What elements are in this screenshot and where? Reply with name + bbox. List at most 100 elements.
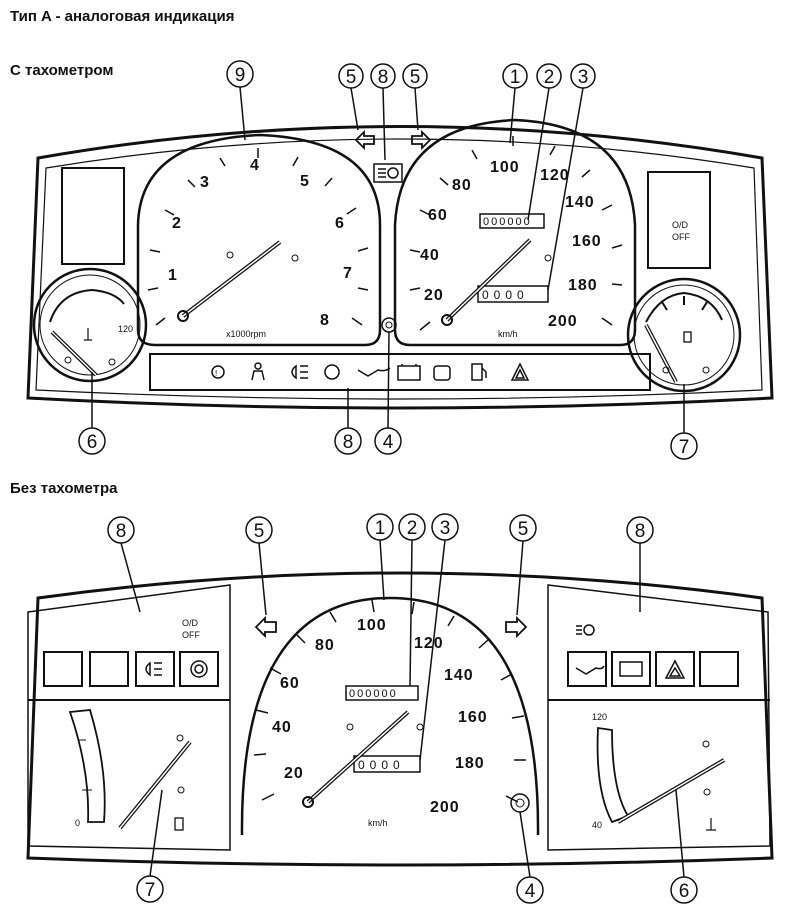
trip-reset-knob-bottom (510, 793, 530, 813)
fuel-pump-icon (683, 331, 692, 343)
callout-number: 5 (254, 521, 265, 542)
callout-number: 2 (407, 518, 418, 539)
page-title: Тип A - аналоговая индикация (10, 8, 235, 25)
tachometer-unit: x1000rpm (226, 329, 266, 339)
abs-icon (190, 660, 208, 678)
off-label-bottom: OFF (182, 630, 200, 640)
od-label-bottom: O/D (182, 618, 199, 628)
speedo-scale-label: 140 (565, 194, 595, 211)
warning-strip-icons: ! (211, 362, 530, 381)
headlight-icon (145, 661, 162, 677)
temp-max-label-bottom: 120 (592, 712, 607, 722)
callout-number: 1 (375, 518, 386, 539)
callout-number: 6 (679, 881, 690, 902)
callout-number: 8 (343, 432, 354, 453)
speedo-scale-label: 100 (490, 159, 520, 176)
glow-plug-icon (433, 365, 451, 381)
callout-number: 4 (525, 881, 536, 902)
tach-scale-label: 4 (250, 157, 260, 174)
speedo-scale-label: 120 (540, 167, 570, 184)
callout-number: 8 (378, 67, 389, 88)
turn-signal-left-icon-bottom (254, 615, 277, 639)
trip-odometer-window-bottom (353, 755, 421, 773)
speedo-scale-label: 60 (428, 207, 448, 224)
tachometer-scale: 1 2 3 4 5 6 7 8 (168, 157, 353, 329)
temp-gauge-top (32, 267, 148, 383)
speedo-scale-label: 100 (357, 617, 387, 634)
section-title-no-tachometer: Без тахометра (10, 480, 118, 497)
top-left-blank-panel (61, 167, 125, 265)
callout-number: 2 (544, 67, 555, 88)
speedo-scale-label: 180 (568, 277, 598, 294)
tach-scale-label: 5 (300, 173, 310, 190)
callout-number: 5 (346, 67, 357, 88)
turn-signal-left-icon (354, 129, 375, 151)
speedo-scale-label: 80 (452, 177, 472, 194)
turn-signal-right-icon-bottom (505, 615, 528, 639)
headlight-icon (291, 364, 308, 380)
speedo-scale-label: 180 (455, 755, 485, 772)
speedo-scale-label: 20 (424, 287, 444, 304)
svg-text:!: ! (215, 369, 217, 378)
speedo-scale-label: 160 (572, 233, 602, 250)
hazard-icon (510, 362, 530, 381)
speedometer-ticks (409, 136, 623, 331)
speedometer-scale-bottom: 20 40 60 80 100 120 140 160 180 200 (272, 617, 487, 816)
battery-icon (619, 661, 643, 677)
callout-number: 9 (235, 65, 246, 86)
tach-scale-label: 3 (200, 174, 210, 191)
odometer-window-bottom (345, 685, 419, 701)
fuel-gauge-bottom (68, 709, 192, 831)
callout-number: 8 (635, 521, 646, 542)
tach-scale-label: 1 (168, 267, 178, 284)
callouts-top (78, 60, 698, 460)
tachometer-face (136, 133, 382, 347)
bottom-left-panel (27, 584, 231, 851)
top-cluster-inner-rim (35, 138, 763, 400)
speedometer-needle (441, 238, 552, 326)
top-cluster-housing (26, 125, 774, 410)
rear-fog-icon (576, 624, 595, 636)
speedometer-face (393, 118, 637, 347)
oil-pressure-icon (575, 665, 605, 675)
fuel-gauge-top-details (644, 291, 723, 383)
seatbelt-icon (251, 362, 265, 381)
tach-scale-label: 2 (172, 215, 182, 232)
speedo-scale-label: 120 (414, 635, 444, 652)
fuel-pump-icon-bottom (174, 817, 184, 831)
speedo-scale-label: 60 (280, 675, 300, 692)
speedo-scale-label: 20 (284, 765, 304, 782)
callout-number: 7 (679, 437, 690, 458)
temp-min-label-bottom: 40 (592, 820, 602, 830)
trip-odometer-window (477, 285, 549, 303)
speedo-scale-label: 40 (420, 247, 440, 264)
odometer-digits: 000000 (483, 216, 532, 228)
turn-signal-right-icon (411, 129, 432, 151)
tach-scale-label: 6 (335, 215, 345, 232)
odometer-digits-bottom: 000000 (349, 688, 398, 700)
off-label-top: OFF (672, 232, 690, 242)
temp-max-label: 120 (118, 324, 133, 334)
bottom-right-panel (547, 584, 771, 851)
high-beam-icon (373, 163, 403, 183)
speedo-scale-label: 140 (444, 667, 474, 684)
speedo-scale-label: 40 (272, 719, 292, 736)
callout-number: 3 (578, 67, 589, 88)
hazard-icon (664, 659, 686, 679)
speedometer-unit-bottom: km/h (368, 818, 388, 828)
odometer-window (479, 213, 545, 229)
trip-odometer-digits: 0000 (482, 288, 529, 302)
tach-scale-label: 7 (343, 265, 353, 282)
fuel-empty-label: 0 (75, 818, 80, 828)
speedo-scale-label: 200 (430, 799, 460, 816)
bottom-cluster-housing (26, 571, 774, 867)
speedo-scale-label: 80 (315, 637, 335, 654)
bottom-right-icons (575, 624, 686, 679)
callout-number: 4 (383, 432, 394, 453)
bottom-cluster (26, 571, 774, 867)
speedometer-unit: km/h (498, 329, 518, 339)
brake-warning-icon: ! (211, 365, 225, 379)
temp-gauge-top-details (49, 288, 125, 377)
tachometer-needle (177, 240, 299, 322)
battery-icon (397, 364, 421, 381)
